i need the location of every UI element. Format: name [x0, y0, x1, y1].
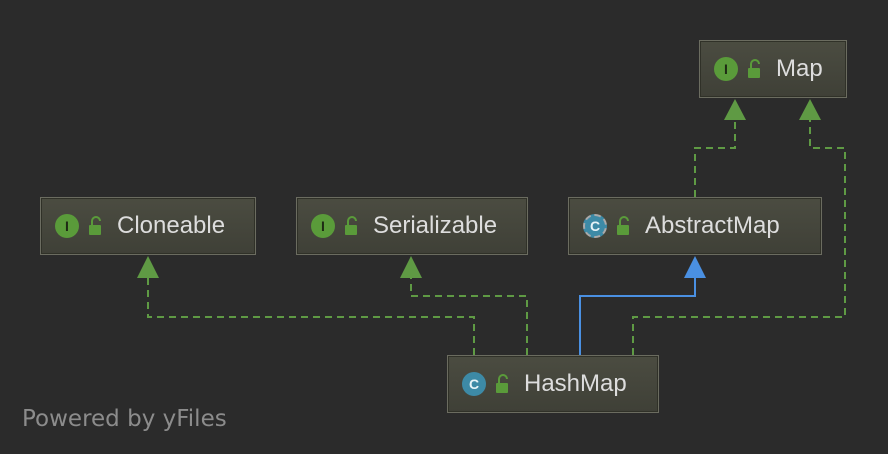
node-label: AbstractMap [645, 212, 780, 239]
edge-hashmap-map[interactable] [632, 118, 846, 355]
node-label: Serializable [373, 212, 498, 239]
arrowhead-hashmap-map [799, 99, 821, 120]
abstract-class-icon: C [583, 214, 607, 238]
arrowhead-hashmap-abstractmap [684, 256, 706, 278]
node-label: Cloneable [117, 212, 226, 239]
arrowhead-hashmap-cloneable [137, 256, 159, 278]
node-label: HashMap [524, 370, 627, 397]
node-abstractmap[interactable]: C AbstractMap [568, 197, 822, 255]
interface-icon: I [311, 214, 335, 238]
node-map[interactable]: I Map [699, 40, 847, 98]
node-cloneable[interactable]: I Cloneable [40, 197, 256, 255]
node-hashmap[interactable]: C HashMap [447, 355, 659, 413]
powered-by-text: Powered by yFiles [22, 406, 227, 432]
interface-icon: I [55, 214, 79, 238]
arrowhead-hashmap-serializable [400, 256, 422, 278]
edge-hashmap-serializable[interactable] [410, 277, 528, 355]
node-label: Map [776, 55, 823, 82]
node-serializable[interactable]: I Serializable [296, 197, 528, 255]
edge-hashmap-abstractmap[interactable] [579, 277, 696, 355]
lock-open-icon [89, 216, 101, 235]
lock-open-icon [496, 374, 508, 393]
lock-open-icon [617, 216, 629, 235]
lock-open-icon [748, 59, 760, 78]
interface-icon: I [714, 57, 738, 81]
class-icon: C [462, 372, 486, 396]
edge-abstractmap-map[interactable] [694, 118, 736, 197]
arrowhead-abstractmap-map [724, 99, 746, 120]
edge-hashmap-cloneable[interactable] [147, 277, 475, 355]
lock-open-icon [345, 216, 357, 235]
